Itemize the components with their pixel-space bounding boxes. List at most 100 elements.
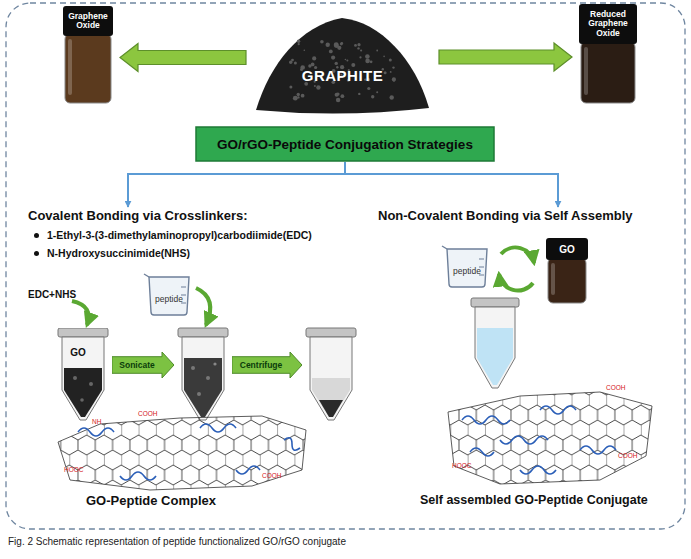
text-frame: Sonicate [112,352,162,378]
vial-cap [579,4,637,44]
powder-grain [357,43,360,46]
tube-body [310,337,352,420]
peptide-chain [78,428,114,436]
powder-grain [360,49,362,51]
beaker-body [447,249,487,287]
tube-body [182,337,224,420]
box-fill [196,127,494,161]
text-frame: Graphene Oxide [64,7,112,35]
granule [191,366,195,370]
branch-connector [345,162,558,207]
figure-caption: Fig. 2 Schematic representation of pepti… [8,536,346,547]
group-label: NH [92,418,101,425]
bullet-row: 1-Ethyl-3-(3-dimethylaminopropyl)carbodi… [28,229,368,242]
powder-grain [351,63,355,67]
peptide-chain [500,436,548,444]
text-frame: GO [547,239,587,259]
powder-grain [334,42,339,47]
tube-content [477,328,513,385]
tube-cap [58,328,108,337]
bullet-dot [34,233,39,238]
powder-grain [294,61,297,64]
text-frame: GO [63,344,93,360]
powder-grain [392,66,394,68]
powder-grain [335,93,339,97]
node-text: GO [559,244,575,255]
bullet-text: 1-Ethyl-3-(3-dimethylaminopropyl)carbodi… [47,229,312,242]
granule [206,376,210,380]
node-text: peptide [155,294,183,304]
text-frame: peptide [150,284,188,314]
text-frame: GRAPHITE [250,34,435,116]
tube-body [62,337,104,420]
tube-cap [471,298,519,307]
section-heading: Covalent Bonding via Crosslinkers: [28,208,368,224]
powder-grain [298,43,300,45]
powder-grain [370,60,373,63]
tube-cap [178,328,228,337]
powder-grain [336,98,340,102]
tube-content [312,378,350,417]
mixing-arrow [501,247,534,263]
node-text: GO/rGO-Peptide Conjugation Strategies [217,137,473,152]
powder-grain [393,80,395,82]
block-arrow-connector [439,43,572,71]
result-label: Self assembled GO-Peptide Conjugate [420,494,648,508]
powder-grain [314,85,316,87]
powder-grain [384,71,387,74]
powder-grain [365,54,370,59]
powder-grain [376,50,378,52]
result-label: GO-Peptide Complex [86,494,216,508]
powder-grain [297,96,299,98]
glass-highlight [68,39,72,95]
tube-content [184,358,222,417]
peptide-chain [200,424,236,432]
powder-grain [392,77,396,81]
glass-highlight [584,47,588,95]
process-box: GO/rGO-Peptide Conjugation Strategies [195,126,495,162]
powder-grain [390,71,392,73]
powder-grain [293,96,298,101]
peptide-chain [236,466,260,474]
peptide-chain [120,472,156,480]
block-arrow-connector [120,44,246,72]
glass-highlight [551,263,555,295]
powder-grain [345,59,347,61]
tube-content [64,368,102,417]
node-text: GO [70,347,86,358]
centrifuge-tube: GO [55,328,111,423]
powder-grain [289,61,292,64]
powder-grain [326,43,330,47]
method-block: Covalent Bonding via Crosslinkers: 1-Ethy… [28,208,368,268]
granule [213,362,216,365]
powder-grain [383,56,385,58]
peptide-chain [284,438,300,451]
powder-pile [256,18,429,114]
step-arrow: Centrifuge [232,352,302,378]
group-label: COOH [606,384,626,391]
graphite-shape [250,4,435,116]
powder-grain [320,40,324,44]
powder-grain [335,62,338,65]
powder-grain [340,43,343,46]
powder-grain [341,94,345,98]
powder-grain [365,59,370,64]
beaker-spout [442,246,447,249]
bullet-dot [34,251,39,256]
node-text: Sonicate [119,360,154,370]
powder-grain [289,85,292,88]
granule [197,392,201,396]
powder-grain [311,63,315,67]
centrifuge-tube [178,328,228,420]
powder-grain [390,95,394,99]
section-heading: Non-Covalent Bonding via Self Assembly [378,208,678,224]
pellet [319,400,343,417]
node-text: GRAPHITE [302,67,384,84]
reagent-arrow [196,288,210,325]
block-arrow [112,352,174,378]
node-text: Reduced Graphene Oxide [580,10,636,38]
peptide-chain [520,466,556,474]
powder-grain [331,56,335,60]
powder-grain [357,47,359,49]
